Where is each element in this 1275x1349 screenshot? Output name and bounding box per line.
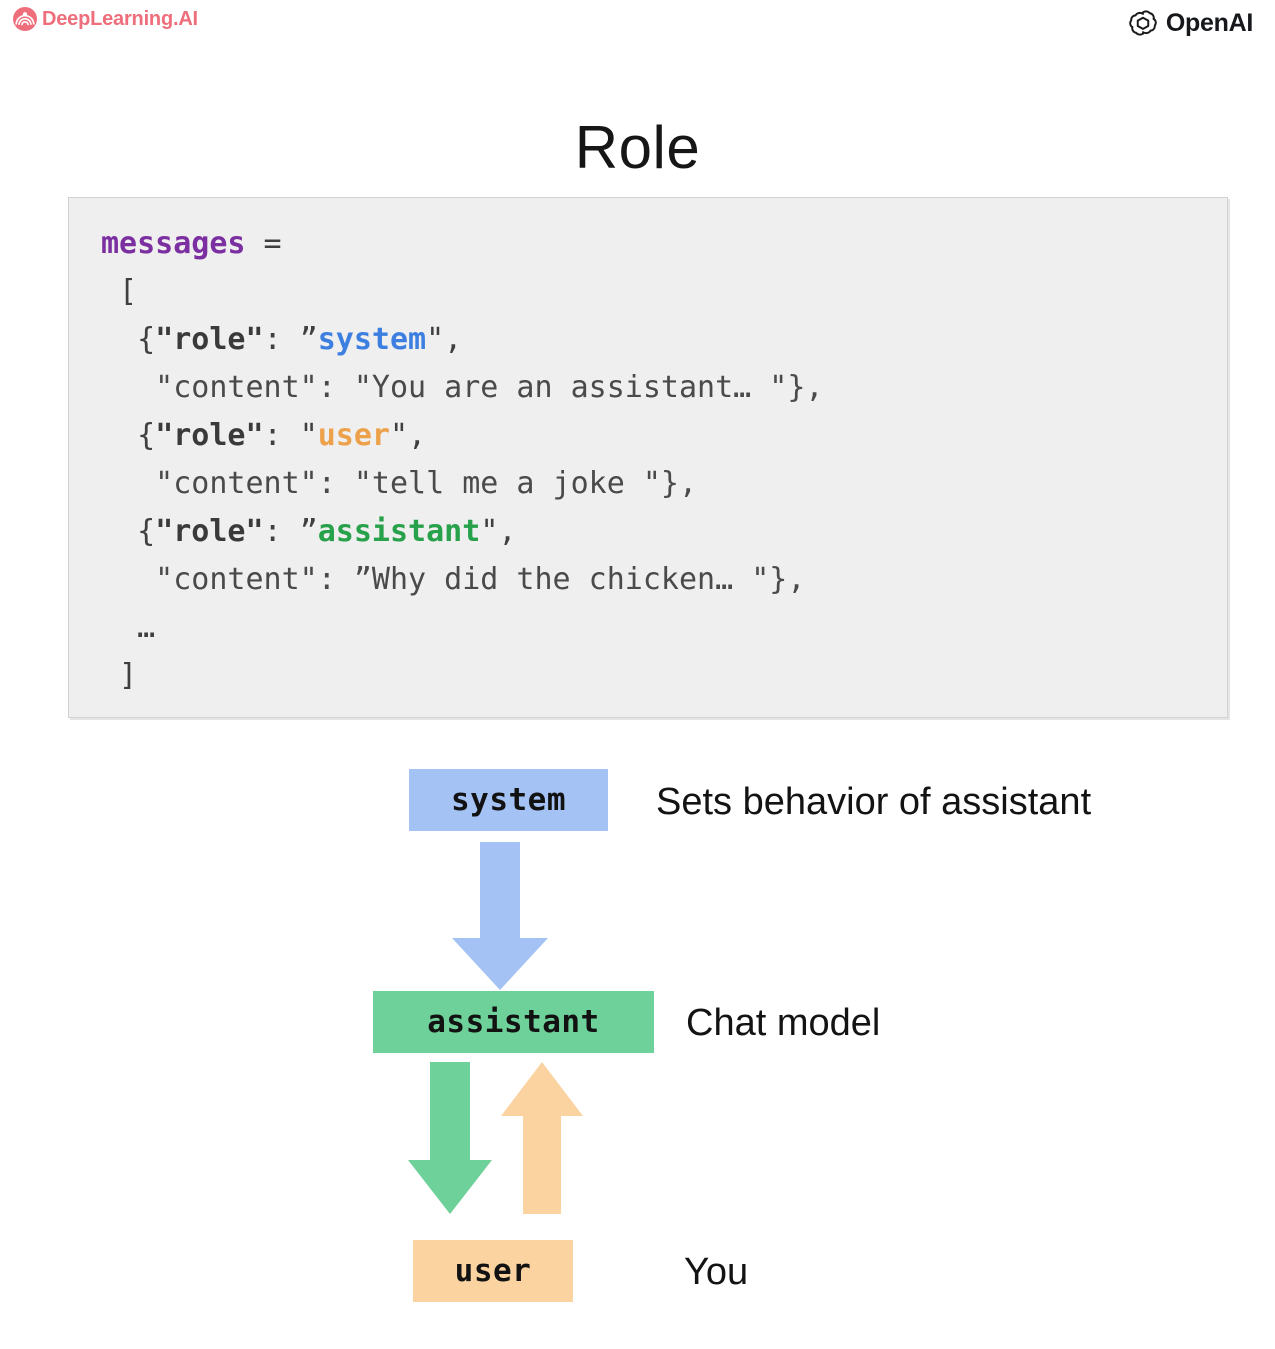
openai-wordmark: OpenAI <box>1165 8 1253 37</box>
code-line: messages = <box>101 220 823 268</box>
code-token: "content": "tell me a joke "}, <box>101 466 698 501</box>
code-token: user <box>317 418 390 453</box>
code-block-card: messages = [ {"role": ”system", "content… <box>68 197 1228 718</box>
code-token: ", <box>390 418 427 453</box>
code-token: { <box>101 514 156 549</box>
openai-knot-icon <box>1128 8 1158 38</box>
diagram-node-assistant[interactable]: assistant <box>373 991 654 1053</box>
diagram-node-assistant-label: assistant <box>427 1004 600 1040</box>
code-token: ” <box>299 514 318 549</box>
code-token: system <box>317 322 427 357</box>
code-line: "content": ”Why did the chicken… "}, <box>101 556 823 604</box>
code-line: … <box>101 604 823 652</box>
deeplearning-ai-wordmark: DeepLearning.AI <box>42 8 198 30</box>
code-token: ] <box>101 658 138 693</box>
diagram-node-system[interactable]: system <box>409 769 608 831</box>
openai-logo: OpenAI <box>1128 8 1253 38</box>
arrow-user-to-assistant-icon <box>501 1062 583 1214</box>
diagram-node-user-description: You <box>684 1251 749 1293</box>
code-token: : <box>263 322 300 357</box>
code-token: : <box>263 418 300 453</box>
code-token: "role" <box>155 514 264 549</box>
code-token: " <box>299 418 318 453</box>
arrow-assistant-to-user-icon <box>408 1062 492 1214</box>
code-token: [ <box>101 274 138 309</box>
diagram-node-system-label: system <box>451 782 566 818</box>
code-block-text: messages = [ {"role": ”system", "content… <box>101 220 823 700</box>
code-line: "content": "You are an assistant… "}, <box>101 364 823 412</box>
code-token: { <box>101 418 156 453</box>
arrow-system-to-assistant-icon <box>452 842 548 990</box>
code-token: { <box>101 322 156 357</box>
diagram-node-user-label: user <box>454 1253 532 1289</box>
code-token: "role" <box>155 322 264 357</box>
code-token: ", <box>480 514 517 549</box>
code-token: ” <box>299 322 318 357</box>
deeplearning-circle-icon <box>12 6 38 32</box>
page-title: Role <box>574 114 701 181</box>
deeplearning-ai-logo: DeepLearning.AI <box>12 6 198 32</box>
code-line: {"role": ”assistant", <box>101 508 823 556</box>
diagram-node-system-description: Sets behavior of assistant <box>656 781 1092 823</box>
code-token: "content": ”Why did the chicken… "}, <box>101 562 806 597</box>
code-line: [ <box>101 268 823 316</box>
code-line: ] <box>101 652 823 700</box>
code-line: {"role": ”system", <box>101 316 823 364</box>
diagram-node-assistant-description: Chat model <box>686 1002 881 1044</box>
diagram-node-user[interactable]: user <box>413 1240 573 1302</box>
code-token: "role" <box>155 418 264 453</box>
code-token: : <box>263 514 300 549</box>
code-token: "content": "You are an assistant… "}, <box>101 370 824 405</box>
code-token: ", <box>426 322 463 357</box>
code-token: = <box>245 226 282 261</box>
code-token: messages <box>101 226 246 261</box>
code-line: {"role": "user", <box>101 412 823 460</box>
code-token: … <box>101 610 156 645</box>
code-line: "content": "tell me a joke "}, <box>101 460 823 508</box>
code-token: assistant <box>317 514 481 549</box>
